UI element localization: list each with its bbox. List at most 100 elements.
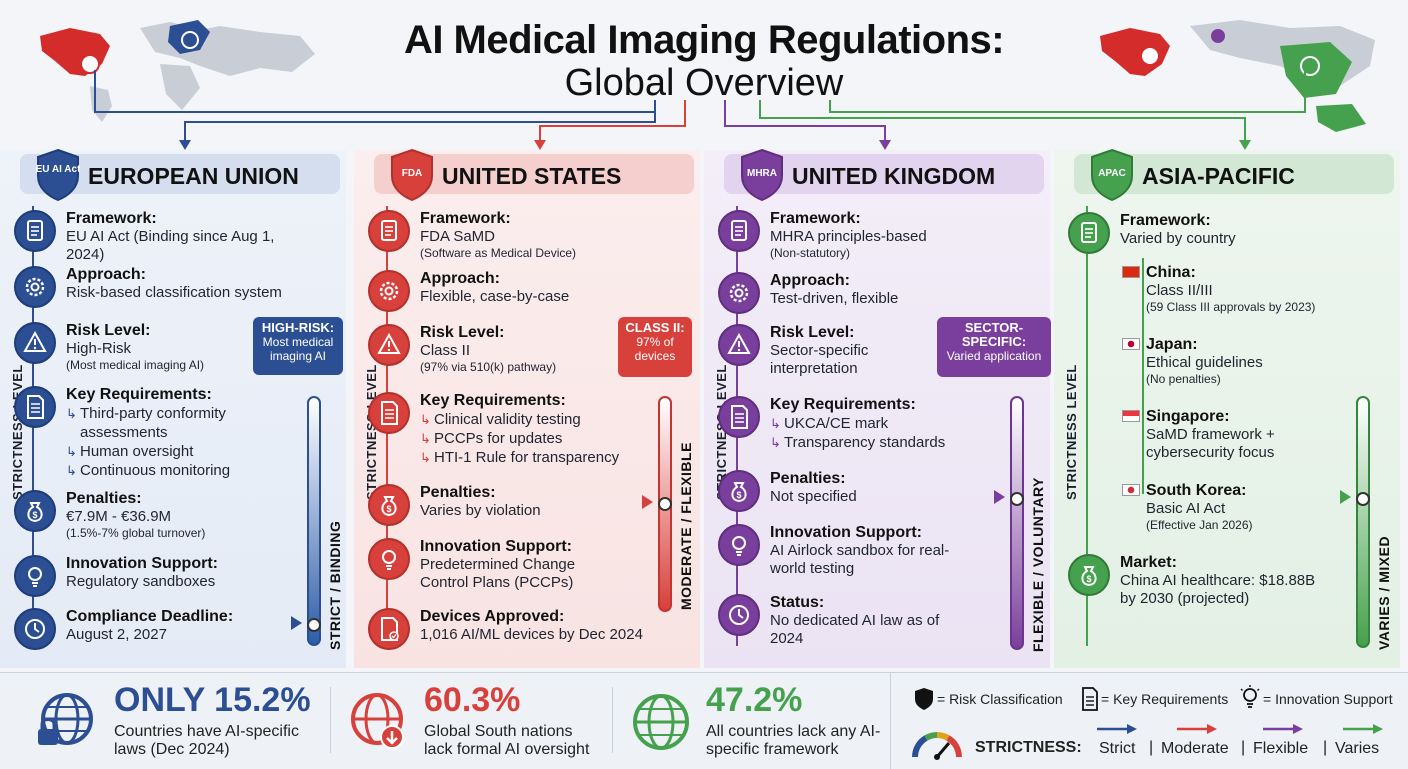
japan-flag-icon bbox=[1122, 338, 1140, 350]
svg-text:$: $ bbox=[1086, 574, 1091, 584]
stat-3-value: 47.2% bbox=[706, 681, 803, 719]
legend-innovation: = Innovation Support bbox=[1263, 691, 1393, 707]
world-map-right bbox=[1100, 20, 1375, 132]
strictness-varies: Varies bbox=[1335, 740, 1380, 757]
stat-2: 60.3% Global South nations lack formal A… bbox=[330, 673, 610, 769]
approved-document-icon bbox=[368, 608, 410, 650]
document-icon bbox=[718, 396, 760, 438]
warning-icon bbox=[14, 322, 56, 364]
separator-3: | bbox=[1323, 739, 1328, 756]
money-bag-icon: $ bbox=[718, 470, 760, 512]
shield-icon bbox=[915, 688, 933, 710]
connector-lines bbox=[94, 70, 1306, 150]
document-scroll-icon bbox=[14, 210, 56, 252]
globe-down-icon bbox=[351, 693, 404, 749]
arrow-moderate-icon bbox=[1177, 724, 1217, 734]
us-axis-label: STRICTNESS LEVEL bbox=[364, 364, 379, 500]
svg-text:$: $ bbox=[736, 490, 741, 500]
eu-region-title: EUROPEAN UNION bbox=[88, 163, 299, 189]
document-icon bbox=[368, 392, 410, 434]
lightbulb-icon bbox=[1240, 685, 1260, 708]
column-eu: EU AI Act EUROPEAN UNION STRICTNESS LEVE… bbox=[0, 148, 346, 668]
gear-icon bbox=[368, 270, 410, 312]
money-bag-icon: $ bbox=[1068, 554, 1110, 596]
strictness-moderate: Moderate bbox=[1161, 740, 1229, 757]
money-bag-icon: $ bbox=[14, 490, 56, 532]
gauge-knob bbox=[1010, 492, 1024, 506]
china-flag-icon bbox=[1122, 266, 1140, 278]
world-map-left bbox=[40, 20, 315, 122]
svg-text:$: $ bbox=[32, 510, 37, 520]
strictness-flexible: Flexible bbox=[1253, 740, 1309, 757]
lightbulb-icon bbox=[718, 524, 760, 566]
column-us: FDA UNITED STATES STRICTNESS LEVEL Frame… bbox=[354, 148, 700, 668]
clock-icon bbox=[14, 608, 56, 650]
arrow-varies-icon bbox=[1343, 724, 1383, 734]
uk-shield-badge: MHRA bbox=[738, 148, 786, 202]
south-korea-flag-icon bbox=[1122, 484, 1140, 496]
eu-shield-badge: EU AI Act bbox=[34, 148, 82, 202]
stat-2-value: 60.3% bbox=[424, 681, 521, 719]
eu-callout: HIGH-RISK:Most medical imaging AI bbox=[253, 317, 343, 375]
us-header: FDA UNITED STATES bbox=[374, 148, 694, 202]
eu-axis-label: STRICTNESS LEVEL bbox=[10, 364, 25, 500]
separator-2: | bbox=[1241, 739, 1246, 756]
document-scroll-icon bbox=[718, 210, 760, 252]
lightbulb-icon bbox=[14, 555, 56, 597]
us-gauge-label: MODERATE / FLEXIBLE bbox=[678, 442, 694, 610]
arrow-flexible-icon bbox=[1263, 724, 1303, 734]
uk-header: MHRA UNITED KINGDOM bbox=[724, 148, 1044, 202]
stat-2-text: Global South nations lack formal AI over… bbox=[424, 723, 590, 758]
uk-callout: SECTOR-SPECIFIC:Varied application bbox=[937, 317, 1051, 377]
apac-axis-label: STRICTNESS LEVEL bbox=[1064, 364, 1079, 500]
eu-header: EU AI Act EUROPEAN UNION bbox=[20, 148, 340, 202]
uk-gauge-label: FLEXIBLE / VOLUNTARY bbox=[1030, 477, 1046, 652]
us-gauge-pointer bbox=[642, 495, 653, 509]
speedometer-icon bbox=[912, 732, 962, 760]
apac-header: APAC ASIA-PACIFIC bbox=[1074, 148, 1394, 202]
globe-icon bbox=[633, 694, 689, 750]
strictness-strict: Strict bbox=[1099, 740, 1136, 757]
stat-1-value: ONLY 15.2% bbox=[114, 681, 311, 719]
column-uk: MHRA UNITED KINGDOM STRICTNESS LEVEL Fra… bbox=[704, 148, 1051, 668]
apac-strictness-gauge bbox=[1356, 396, 1370, 648]
us-callout: CLASS II:97% of devices bbox=[618, 317, 692, 377]
singapore-flag-icon bbox=[1122, 410, 1140, 422]
gauge-knob bbox=[1356, 492, 1370, 506]
strictness-label: STRICTNESS: bbox=[975, 739, 1082, 756]
apac-shield-badge: APAC bbox=[1088, 148, 1136, 202]
stat-1-text: Countries have AI-specific laws (Dec 202… bbox=[114, 723, 299, 758]
svg-text:$: $ bbox=[386, 504, 391, 514]
clock-icon bbox=[718, 594, 760, 636]
header: AI Medical Imaging Regulations: Global O… bbox=[0, 0, 1408, 150]
us-shield-badge: FDA bbox=[388, 148, 436, 202]
apac-gauge-label: VARIES / MIXED bbox=[1376, 535, 1392, 650]
footer-stats: ONLY 15.2% Countries have AI-specific la… bbox=[0, 672, 1408, 769]
uk-strictness-gauge bbox=[1010, 396, 1024, 650]
eu-gauge-pointer bbox=[291, 616, 302, 630]
apac-gauge-pointer bbox=[1340, 490, 1351, 504]
arrow-strict-icon bbox=[1097, 724, 1137, 734]
warning-icon bbox=[718, 324, 760, 366]
globe-lock-icon bbox=[38, 693, 93, 745]
uk-region-title: UNITED KINGDOM bbox=[792, 163, 996, 189]
legend: = Risk Classification = Key Requirements… bbox=[890, 673, 1408, 769]
money-bag-icon: $ bbox=[368, 484, 410, 526]
document-icon bbox=[1082, 687, 1098, 711]
apac-region-title: ASIA-PACIFIC bbox=[1142, 163, 1295, 189]
document-scroll-icon bbox=[368, 210, 410, 252]
warning-icon bbox=[368, 324, 410, 366]
title-line-2: Global Overview bbox=[564, 62, 844, 104]
gear-icon bbox=[718, 272, 760, 314]
column-apac: APAC ASIA-PACIFIC STRICTNESS LEVEL Frame… bbox=[1054, 148, 1400, 668]
stat-3: 47.2% All countries lack any AI-specific… bbox=[612, 673, 890, 769]
lightbulb-icon bbox=[368, 538, 410, 580]
gauge-knob bbox=[658, 497, 672, 511]
stat-3-text: All countries lack any AI-specific frame… bbox=[706, 723, 881, 758]
legend-risk: = Risk Classification bbox=[937, 691, 1063, 707]
legend-requirements: = Key Requirements bbox=[1101, 691, 1229, 707]
eu-gauge-label: STRICT / BINDING bbox=[327, 520, 343, 650]
document-scroll-icon bbox=[1068, 212, 1110, 254]
us-strictness-gauge bbox=[658, 396, 672, 612]
us-region-title: UNITED STATES bbox=[442, 163, 622, 189]
